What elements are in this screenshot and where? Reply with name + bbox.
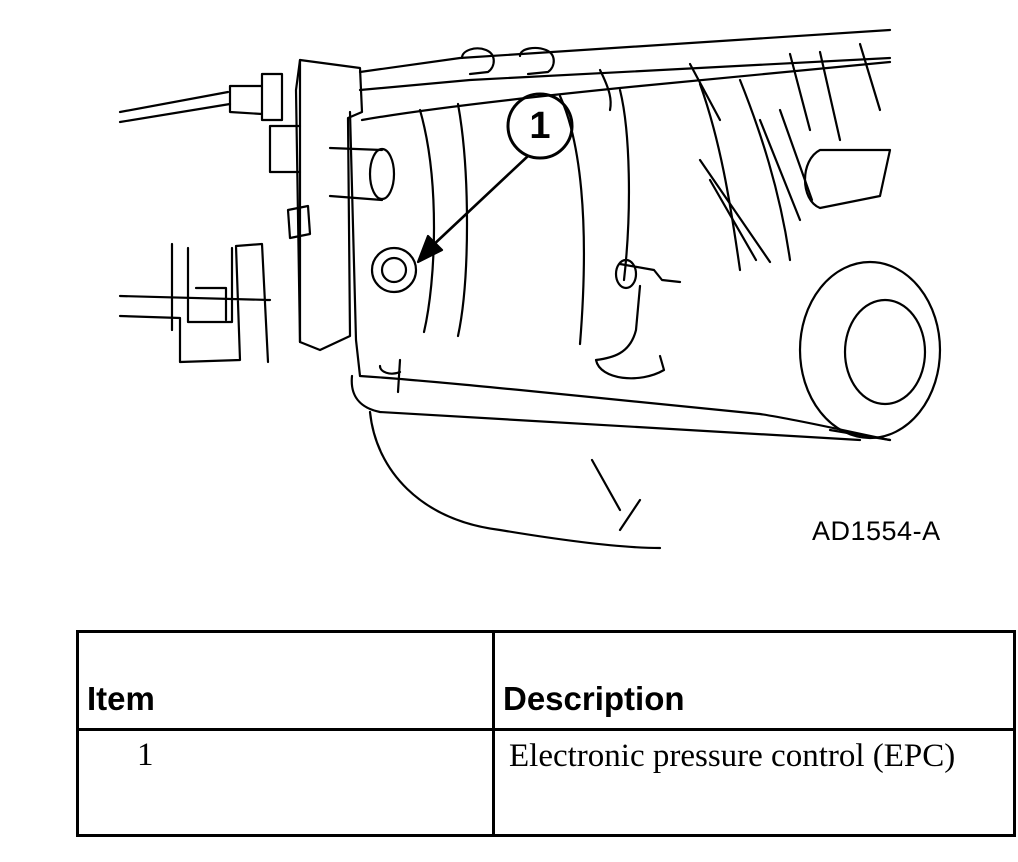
legend-item-description: Electronic pressure control (EPC) — [509, 738, 956, 774]
transmission-illustration: 1 — [118, 28, 942, 550]
legend-header-item-cell: Item — [76, 630, 495, 731]
bellhousing-flange — [298, 58, 364, 352]
epc-plug-hex — [380, 256, 408, 284]
legend-description-cell: Electronic pressure control (EPC) — [492, 728, 1016, 837]
output-flange — [798, 260, 942, 440]
callout-arrowhead — [416, 234, 444, 264]
side-tube — [328, 146, 384, 202]
figure-id: AD1554-A — [812, 516, 941, 546]
legend-header-description: Description — [503, 680, 685, 717]
legend-row: 1 Electronic pressure control (EPC) — [76, 728, 1016, 837]
legend-header-description-cell: Description — [492, 630, 1016, 731]
rear-housing — [803, 148, 892, 210]
cable-fitting — [228, 72, 284, 122]
mount-bracket — [118, 242, 272, 364]
case-top — [358, 28, 892, 74]
legend-header-row: Item Description — [76, 630, 1016, 731]
callout-leader — [428, 154, 530, 250]
legend-item-cell: 1 — [76, 728, 495, 837]
callout-circle — [506, 92, 574, 160]
epc-plug-outer — [370, 246, 418, 294]
shift-cable — [118, 90, 232, 124]
oil-pan — [350, 374, 862, 442]
callout-number: 1 — [529, 105, 551, 147]
legend-header-item: Item — [87, 680, 155, 717]
filler-tube — [594, 262, 682, 380]
legend-table: Item Description 1 Electronic pressure c… — [76, 630, 1016, 837]
legend-item-number: 1 — [137, 737, 154, 773]
